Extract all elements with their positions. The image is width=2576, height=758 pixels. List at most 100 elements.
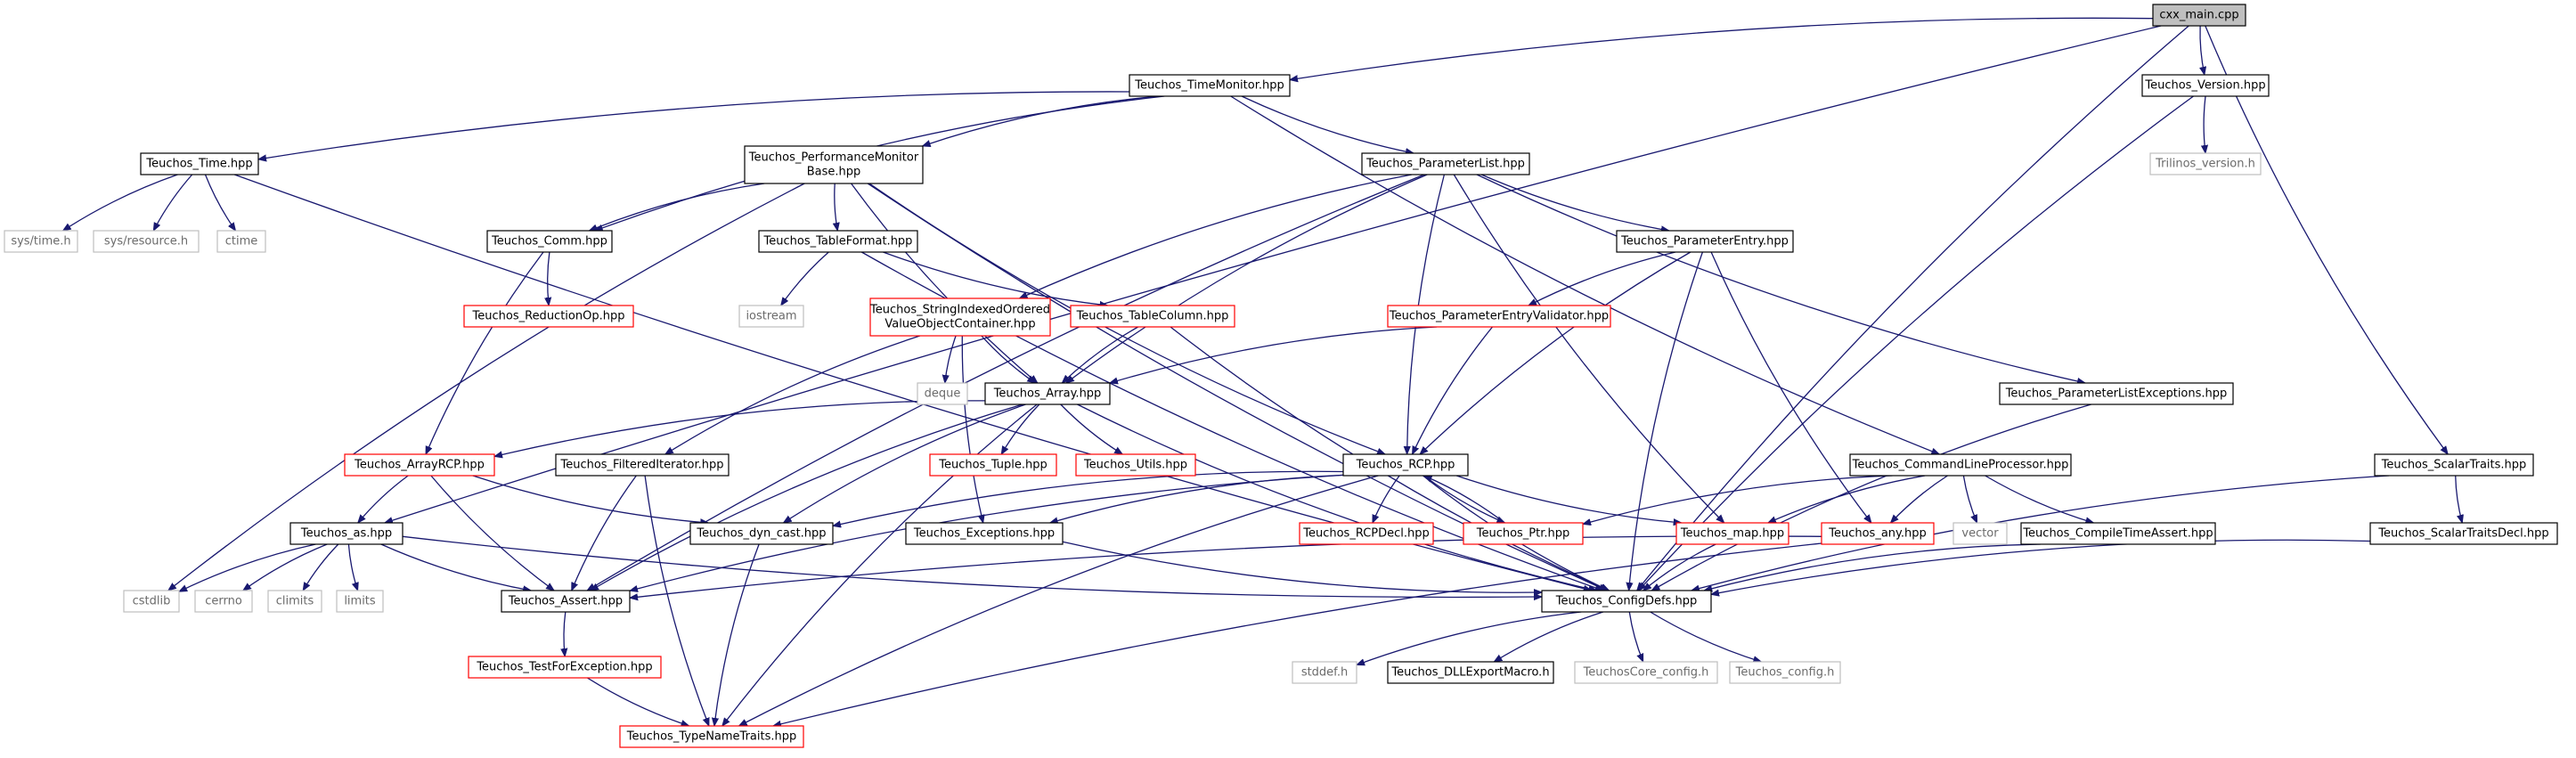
node-label: Teuchos_Version.hpp [2144,79,2265,93]
node-box [216,230,266,253]
node-label: sys/resource.h [104,235,188,249]
edge-filtered-to-typenametraits [644,475,710,726]
node-version[interactable]: Teuchos_Version.hpp [2141,74,2270,97]
node-as[interactable]: Teuchos_as.hpp [289,522,404,545]
node-paramentry[interactable]: Teuchos_ParameterEntry.hpp [1616,230,1794,253]
node-label: Teuchos_TestForException.hpp [476,661,652,674]
node-box [1616,230,1794,253]
edge-cxx_main-to-as [385,25,2162,523]
node-paramlistexceptions[interactable]: Teuchos_ParameterListExceptions.hpp [1999,382,2234,405]
node-label: ctime [225,235,258,249]
node-tableformat[interactable]: Teuchos_TableFormat.hpp [758,230,918,253]
node-tuple[interactable]: Teuchos_Tuple.hpp [929,453,1057,477]
node-arrayrcp[interactable]: Teuchos_ArrayRCP.hpp [344,453,495,477]
node-paramlist[interactable]: Teuchos_ParameterList.hpp [1361,152,1530,175]
node-box [1299,522,1434,545]
node-box [140,152,259,175]
edge-scalartraitsdecl-to-configdefs [1711,539,2371,594]
node-label: ValueObjectContainer.hpp [884,318,1035,331]
edge-rcp-to-dyncast [833,470,1344,526]
node-cstdlib: cstdlib [123,590,180,613]
node-time[interactable]: Teuchos_Time.hpp [140,152,259,175]
node-box [1075,453,1196,477]
edge-tablecolumn-to-array [1062,326,1139,383]
node-testforexception[interactable]: Teuchos_TestForException.hpp [468,656,662,679]
node-label: Teuchos_TimeMonitor.hpp [1134,79,1284,93]
node-box [1541,590,1712,613]
node-box [267,590,322,613]
edge-cmdline-to-compiletimeassert [1985,475,2094,523]
node-label: sys/time.h [11,235,70,249]
node-rcp[interactable]: Teuchos_RCP.hpp [1342,453,1469,477]
edge-testforexception-to-typenametraits [587,677,689,726]
node-timemonitor[interactable]: Teuchos_TimeMonitor.hpp [1129,74,1291,97]
edge-timemonitor-to-time [258,91,1130,159]
node-dyncast[interactable]: Teuchos_dyn_cast.hpp [689,522,834,545]
node-any[interactable]: Teuchos_any.hpp [1821,522,1935,545]
node-box [501,590,631,613]
edge-stringindexed-to-filtered [665,335,921,454]
node-label: Teuchos_any.hpp [1828,527,1927,541]
node-cxx-main[interactable]: cxx_main.cpp [2152,4,2246,27]
node-sys-time: sys/time.h [4,230,78,253]
node-map[interactable]: Teuchos_map.hpp [1675,522,1789,545]
node-box [1342,453,1469,477]
node-teuchos-config: Teuchos_config.h [1729,661,1841,684]
node-ptr[interactable]: Teuchos_Ptr.hpp [1463,522,1584,545]
node-typenametraits[interactable]: Teuchos_TypeNameTraits.hpp [619,725,804,748]
node-scalartraitsdecl[interactable]: Teuchos_ScalarTraitsDecl.hpp [2369,522,2558,545]
edge-cxx_main-to-version [2200,25,2205,75]
node-box [336,590,384,613]
edge-comm-to-reductionop [548,251,550,306]
node-box [1463,522,1584,545]
node-label: Teuchos_CommandLineProcessor.hpp [1852,459,2069,472]
edge-cxx_main-to-configdefs [1637,25,2189,591]
node-label: Teuchos_CompileTimeAssert.hpp [2022,527,2213,541]
node-cerrno: cerrno [194,590,253,613]
node-limits: limits [336,590,384,613]
edge-stringindexed-to-exceptions [961,335,982,523]
node-dllexport[interactable]: Teuchos_DLLExportMacro.h [1387,661,1554,684]
node-box [4,230,78,253]
node-label: deque [925,387,961,401]
node-stringindexed[interactable]: Teuchos_StringIndexedOrderedValueObjectC… [869,297,1051,337]
node-box [468,656,662,679]
edge-scalartraits-to-scalartraitsdecl [2455,475,2463,523]
node-box [929,453,1057,477]
node-utils[interactable]: Teuchos_Utils.hpp [1075,453,1196,477]
node-assert[interactable]: Teuchos_Assert.hpp [501,590,631,613]
edge-time-to-sys_time [63,174,178,231]
node-box [689,522,834,545]
node-configdefs[interactable]: Teuchos_ConfigDefs.hpp [1541,590,1712,613]
edge-as-to-limits [347,543,357,591]
node-label: Teuchos_Utils.hpp [1083,459,1187,472]
node-box [869,297,1051,337]
node-box [2152,4,2246,27]
edge-array-to-tuple [1001,403,1040,454]
node-scalartraits[interactable]: Teuchos_ScalarTraits.hpp [2374,453,2534,477]
node-comm[interactable]: Teuchos_Comm.hpp [486,230,613,253]
node-tablecolumn[interactable]: Teuchos_TableColumn.hpp [1070,305,1235,328]
edge-rcp-to-map [1455,475,1682,523]
edge-array-to-arrayrcp [494,400,986,457]
node-rcpdecl[interactable]: Teuchos_RCPDecl.hpp [1299,522,1434,545]
node-box [1387,661,1554,684]
node-reductionop[interactable]: Teuchos_ReductionOp.hpp [463,305,634,328]
node-paramentryvalidator[interactable]: Teuchos_ParameterEntryValidator.hpp [1387,305,1611,328]
node-box [917,382,968,405]
node-label: Teuchos_TableColumn.hpp [1076,310,1229,323]
node-array[interactable]: Teuchos_Array.hpp [984,382,1111,405]
edge-rcp-to-ptr [1423,475,1505,524]
edge-paramlist-to-array [1066,174,1428,383]
node-compiletimeassert[interactable]: Teuchos_CompileTimeAssert.hpp [2020,522,2216,545]
node-exceptions[interactable]: Teuchos_Exceptions.hpp [905,522,1064,545]
node-label: Teuchos_ArrayRCP.hpp [354,459,485,472]
node-cmdline[interactable]: Teuchos_CommandLineProcessor.hpp [1849,453,2072,477]
edge-paramentry-to-rcp [1420,251,1692,454]
edge-time-to-sys_resource [152,174,193,231]
node-filtered[interactable]: Teuchos_FilteredIterator.hpp [555,453,730,477]
edge-array-to-configdefs [1077,403,1597,591]
